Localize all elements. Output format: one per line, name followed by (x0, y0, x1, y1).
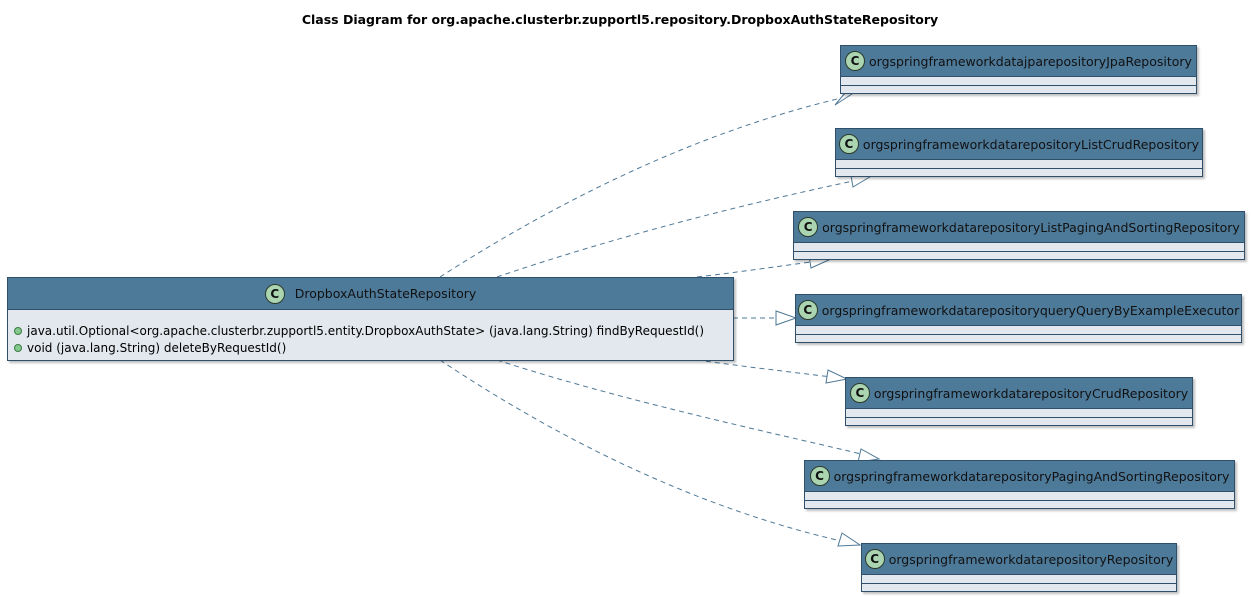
methods-section (805, 500, 1234, 509)
class-c-icon: C (864, 549, 885, 569)
methods-section: java.util.Optional<org.apache.clusterbr.… (8, 309, 733, 360)
method-row: java.util.Optional<org.apache.clusterbr.… (14, 322, 727, 339)
class-header: C orgspringframeworkdatarepositoryCrudRe… (846, 378, 1192, 408)
fields-section (836, 159, 1202, 168)
public-method-icon (14, 326, 22, 335)
class-c-icon: C (797, 300, 818, 320)
class-c-icon: C (849, 383, 870, 403)
class-name: orgspringframeworkdatarepositoryqueryQue… (821, 302, 1240, 318)
edge-to-jparepository (439, 95, 851, 278)
class-c-icon: C (838, 134, 859, 154)
class-header: C orgspringframeworkdatarepositoryReposi… (862, 544, 1176, 574)
class-name: DropboxAuthStateRepository (294, 286, 477, 301)
fields-section (805, 491, 1234, 500)
arrowhead-repository (837, 532, 862, 547)
class-name: orgspringframeworkdatajparepositoryJpaRe… (869, 53, 1192, 69)
methods-section (841, 85, 1196, 94)
method-row: void (java.lang.String) deleteByRequestI… (14, 339, 727, 356)
edge-to-repository (439, 359, 851, 544)
class-name: orgspringframeworkdatarepositoryListPagi… (822, 219, 1240, 235)
fields-section (846, 408, 1192, 417)
class-header: C orgspringframeworkdatarepositoryPaging… (805, 461, 1234, 491)
class-listcrudrepository[interactable]: C orgspringframeworkdatarepositoryListCr… (835, 128, 1203, 177)
class-header: C DropboxAuthStateRepository (8, 278, 733, 309)
methods-section (846, 417, 1192, 426)
diagram-title: Class Diagram for org.apache.clusterbr.z… (301, 12, 939, 27)
public-method-icon (14, 343, 22, 352)
class-listpagingandsortingrepository[interactable]: C orgspringframeworkdatarepositoryListPa… (793, 211, 1245, 260)
methods-section (862, 583, 1176, 592)
methods-section (794, 251, 1244, 260)
class-header: C orgspringframeworkdatajparepositoryJpa… (841, 46, 1196, 76)
methods-section (836, 168, 1202, 177)
class-header: C orgspringframeworkdatarepositoryListPa… (794, 212, 1244, 242)
class-pagingandsortingrepository[interactable]: C orgspringframeworkdatarepositoryPaging… (804, 460, 1235, 509)
class-c-icon: C (264, 283, 285, 304)
fields-section (841, 76, 1196, 85)
class-crudrepository[interactable]: C orgspringframeworkdatarepositoryCrudRe… (845, 377, 1193, 426)
class-header: C orgspringframeworkdatarepositoryqueryQ… (796, 295, 1241, 325)
edge-to-pagingandsortingrepository (496, 359, 875, 458)
arrowhead-querybyexampleexecutor (775, 310, 798, 326)
class-c-icon: C (809, 466, 830, 486)
class-header: C orgspringframeworkdatarepositoryListCr… (836, 129, 1202, 159)
class-jparepository[interactable]: C orgspringframeworkdatajparepositoryJpa… (840, 45, 1197, 94)
class-dropboxauthstaterepository[interactable]: C DropboxAuthStateRepository java.util.O… (7, 277, 734, 361)
class-name: orgspringframeworkdatarepositoryReposito… (888, 551, 1174, 567)
edge-to-listpagingandsortingrepository (696, 259, 827, 278)
fields-section (862, 574, 1176, 583)
fields-section (794, 242, 1244, 251)
method-signature: java.util.Optional<org.apache.clusterbr.… (27, 323, 705, 338)
methods-section (796, 334, 1241, 343)
class-name: orgspringframeworkdatarepositoryListCrud… (862, 136, 1200, 152)
class-name: orgspringframeworkdatarepositoryCrudRepo… (873, 385, 1189, 401)
class-c-icon: C (845, 51, 866, 71)
edge-to-crudrepository (696, 359, 841, 379)
class-repository[interactable]: C orgspringframeworkdatarepositoryReposi… (861, 543, 1177, 592)
fields-section (796, 325, 1241, 334)
method-signature: void (java.lang.String) deleteByRequestI… (27, 340, 287, 355)
class-name: orgspringframeworkdatarepositoryPagingAn… (833, 468, 1230, 484)
class-querybyexampleexecutor[interactable]: C orgspringframeworkdatarepositoryqueryQ… (795, 294, 1242, 343)
class-c-icon: C (798, 217, 819, 237)
arrowhead-crudrepository (825, 369, 849, 384)
edge-to-listcrudrepository (496, 177, 869, 278)
